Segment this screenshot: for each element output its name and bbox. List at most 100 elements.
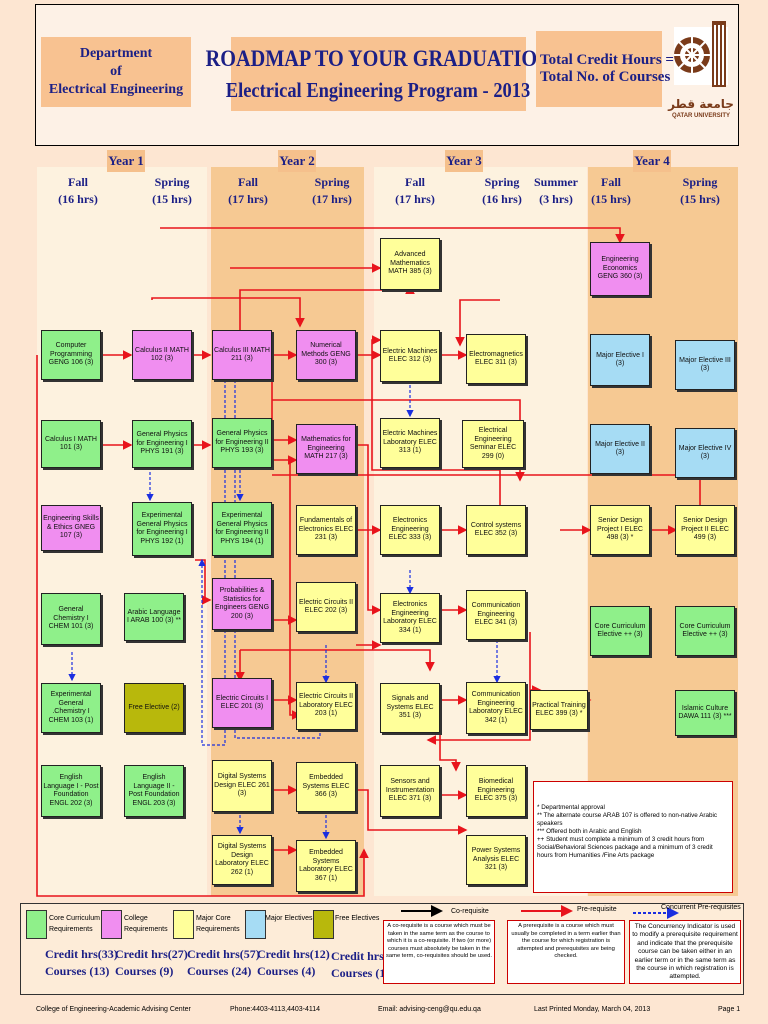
page-footer: College of Engineering-Academic Advising… xyxy=(0,1000,768,1020)
course-free-elective[interactable]: Free Elective (2) xyxy=(124,683,184,733)
course-major-elective-4[interactable]: Major Elective IV (3) xyxy=(675,428,735,478)
course-elec299[interactable]: Electrical Engineering Seminar ELEC 299 … xyxy=(462,420,524,468)
total-credit-hours: Total Credit Hours =(131) xyxy=(540,52,707,68)
semester-label: Fall(15 hrs) xyxy=(591,175,631,206)
logo-english-text: QATAR UNIVERSITY xyxy=(671,113,731,119)
course-major-elective-3[interactable]: Major Elective III (3) xyxy=(675,340,735,390)
course-geng300[interactable]: Numerical Methods GENG 300 (3) xyxy=(296,330,356,380)
dept-line3: Electrical Engineering xyxy=(48,82,184,97)
course-elec321[interactable]: Power Systems Analysis ELEC 321 (3) xyxy=(466,835,526,885)
legend-swatch-core xyxy=(26,910,47,939)
legend-coreq-label: Co-requisite xyxy=(451,908,489,915)
note-item: *** Offered both in Arabic and English xyxy=(537,828,642,835)
semester-label: Fall(16 hrs) xyxy=(58,175,98,206)
legend-label-free-elective: Free Electives xyxy=(335,915,380,922)
semester-label: Summer(3 hrs) xyxy=(534,175,578,206)
course-geng106[interactable]: Computer Programming GENG 106 (3) xyxy=(41,330,101,380)
course-elec203[interactable]: Electric Circuits II Laboratory ELEC 203… xyxy=(296,682,356,730)
course-elec498[interactable]: Senior Design Project I ELEC 498 (3) * xyxy=(590,505,650,555)
course-math102[interactable]: Calculus II MATH 102 (3) xyxy=(132,330,192,380)
semester-label: Spring(15 hrs) xyxy=(152,175,192,206)
footer-center: College of Engineering-Academic Advising… xyxy=(36,1006,191,1013)
semester-label: Fall(17 hrs) xyxy=(228,175,268,206)
department-box: Department of Electrical Engineering xyxy=(41,37,191,107)
year-label-1: Year 1 xyxy=(107,150,145,172)
course-elec367[interactable]: Embedded Systems Laboratory ELEC 367 (1) xyxy=(296,840,356,892)
course-chem103[interactable]: Experimental General .Chemistry I CHEM 1… xyxy=(41,683,101,733)
course-elec366[interactable]: Embedded Systems ELEC 366 (3) xyxy=(296,762,356,812)
totals-box: Total Credit Hours =(131) Total No. of C… xyxy=(536,31,708,107)
course-core-elective-1[interactable]: Core Curriculum Elective ++ (3) xyxy=(590,606,650,656)
semester-label: Spring(17 hrs) xyxy=(312,175,352,206)
footer-printed: Last Printed Monday, March 04, 2013 xyxy=(534,1006,651,1013)
header-panel: Department of Electrical Engineering ROA… xyxy=(35,4,739,146)
year-label-4: Year 4 xyxy=(633,150,671,172)
course-math385[interactable]: Advanced Mathematics MATH 385 (3) xyxy=(380,238,440,290)
course-math211[interactable]: Calculus III MATH 211 (3) xyxy=(212,330,272,380)
concurrent-definition: The Concurrency Indicator is used to mod… xyxy=(629,920,741,984)
dept-line2: of xyxy=(110,64,122,79)
year-label-2: Year 2 xyxy=(278,150,316,172)
course-elec352[interactable]: Control systems ELEC 352 (3) xyxy=(466,505,526,555)
legend-core-counts: Credit hrs(33)Courses (13) xyxy=(45,947,118,978)
legend-major-core-counts: Credit hrs(57)Courses (24) xyxy=(187,947,260,978)
course-elec499[interactable]: Senior Design Project II ELEC 499 (3) xyxy=(675,505,735,555)
course-elec333[interactable]: Electronics Engineering ELEC 333 (3) xyxy=(380,505,440,555)
course-dawa111[interactable]: Islamic Culture DAWA 111 (3) *** xyxy=(675,690,735,736)
course-elec312[interactable]: Electric Machines ELEC 312 (3) xyxy=(380,330,440,382)
footnotes-box: * Departmental approval ** The alternate… xyxy=(533,781,733,893)
legend-swatch-major-elective xyxy=(245,910,266,939)
prereq-definition: A prerequisite is a course which must us… xyxy=(507,920,625,984)
qatar-university-logo: جامعة قطر QATAR UNIVERSITY xyxy=(668,17,734,121)
legend-college-counts: Credit hrs(27)Courses (9) xyxy=(115,947,188,978)
course-phys193[interactable]: General Physics for Engineering II PHYS … xyxy=(212,418,272,468)
course-elec371[interactable]: Sensors and Instrumentation ELEC 371 (3) xyxy=(380,765,440,817)
course-elec202[interactable]: Electric Circuits II ELEC 202 (3) xyxy=(296,582,356,632)
course-geng360[interactable]: Engineering Economics GENG 360 (3) xyxy=(590,242,650,296)
course-elec375[interactable]: Biomedical Engineering ELEC 375 (3) xyxy=(466,765,526,817)
legend-arrows xyxy=(401,905,679,919)
course-phys194[interactable]: Experimental General Physics for Enginee… xyxy=(212,502,272,556)
course-gneg107[interactable]: Engineering Skills & Ethics GNEG 107 (3) xyxy=(41,505,101,551)
total-courses: Total No. of Courses =(51) xyxy=(540,69,708,85)
course-arab100[interactable]: Arabic Language I ARAB 100 (3) ** xyxy=(124,593,184,641)
note-item: ++ Student must complete a minimum of 3 … xyxy=(537,836,713,859)
course-core-elective-2[interactable]: Core Curriculum Elective ++ (3) xyxy=(675,606,735,656)
course-geng200[interactable]: Probabilities & Statistics for Engineers… xyxy=(212,578,272,630)
course-phys191[interactable]: General Physics for Engineering I PHYS 1… xyxy=(132,420,192,468)
course-elec313[interactable]: Electric Machines Laboratory ELEC 313 (1… xyxy=(380,418,440,468)
year-label-3: Year 3 xyxy=(445,150,483,172)
note-item: ** The alternate course ARAB 107 is offe… xyxy=(537,812,718,827)
course-chem101[interactable]: General Chemistry I CHEM 101 (3) xyxy=(41,593,101,645)
logo-arabic-text: جامعة قطر xyxy=(668,97,734,111)
course-math217[interactable]: Mathematics for Engineering MATH 217 (3) xyxy=(296,424,356,474)
course-engl203[interactable]: English Language II - Post Foundation EN… xyxy=(124,765,184,817)
course-elec201[interactable]: Electric Circuits I ELEC 201 (3) xyxy=(212,678,272,728)
semester-label: Spring(15 hrs) xyxy=(680,175,720,206)
course-elec262[interactable]: Digital Systems Design Laboratory ELEC 2… xyxy=(212,835,272,885)
legend-prereq-label: Pre-requisite xyxy=(577,906,617,913)
course-major-elective-1[interactable]: Major Elective I (3) xyxy=(590,334,650,386)
legend-panel: Core Curriculum Requirements College Req… xyxy=(20,903,744,995)
course-engl202[interactable]: English Language I - Post Foundation ENG… xyxy=(41,765,101,817)
course-elec311[interactable]: Electromagnetics ELEC 311 (3) xyxy=(466,334,526,384)
course-elec342[interactable]: Communication Engineering Laboratory ELE… xyxy=(466,682,526,734)
legend-label-major-elective: Major Electives xyxy=(265,915,313,922)
course-elec399[interactable]: Practical Training ELEC 399 (3) * xyxy=(530,690,588,730)
course-elec334[interactable]: Electronics Engineering Laboratory ELEC … xyxy=(380,593,440,643)
note-item: * Departmental approval xyxy=(537,804,605,811)
legend-swatch-major-core xyxy=(173,910,194,939)
course-phys192[interactable]: Experimental General Physics for Enginee… xyxy=(132,502,192,556)
title-box: ROADMAP TO YOUR GRADUATION Electrical En… xyxy=(205,37,552,111)
course-elec341[interactable]: Communication Engineering ELEC 341 (3) xyxy=(466,590,526,640)
page-title: ROADMAP TO YOUR GRADUATION xyxy=(205,45,552,71)
semester-label: Fall(17 hrs) xyxy=(395,175,435,206)
course-elec351[interactable]: Signals and Systems ELEC 351 (3) xyxy=(380,683,440,733)
course-elec231[interactable]: Fundamentals of Electronics ELEC 231 (3) xyxy=(296,505,356,555)
legend-swatch-college xyxy=(101,910,122,939)
legend-label-core: Core Curriculum Requirements xyxy=(49,915,100,933)
legend-major-elective-counts: Credit hrs(12)Courses (4) xyxy=(257,947,330,978)
course-major-elective-2[interactable]: Major Elective II (3) xyxy=(590,424,650,474)
course-elec261[interactable]: Digital Systems Design ELEC 261 (3) xyxy=(212,760,272,812)
course-math101[interactable]: Calculus I MATH 101 (3) xyxy=(41,420,101,468)
